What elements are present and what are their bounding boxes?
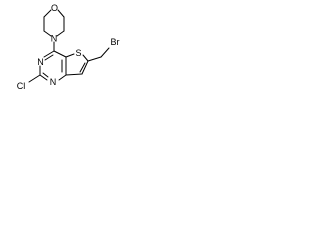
bond-s-c6 — [82, 54, 89, 62]
thiophene-ring — [65, 53, 89, 76]
bond-c2-n1-inner — [42, 72, 49, 78]
bond-c6-ch2 — [87, 56, 102, 62]
bond-c4a-c4 — [53, 50, 67, 58]
bond-c2-n1 — [39, 74, 48, 81]
morpholine-ring — [43, 9, 65, 37]
atom-morpholine-oxygen: O — [51, 3, 58, 13]
atom-pyrimidine-nitrogen-3: N — [37, 57, 44, 67]
bond-morph-c4-o — [57, 9, 65, 18]
bond-c7-c7a — [65, 73, 83, 76]
atom-morpholine-nitrogen: N — [51, 34, 58, 44]
atom-thiophene-sulfur: S — [75, 48, 81, 58]
bond-c4-n3 — [43, 50, 55, 58]
bond-morph-c2-n — [43, 30, 52, 37]
bond-c6-c7-inner — [79, 62, 86, 73]
bond-c4a-s — [65, 53, 75, 58]
atom-pyrimidine-nitrogen-1: N — [50, 77, 57, 87]
bond-morph-o-c1 — [43, 9, 52, 18]
bond-c6-c7 — [81, 60, 89, 75]
pyrimidine-ring — [39, 50, 67, 81]
bond-morph-n-c3 — [56, 30, 65, 37]
atom-bromine: Br — [111, 37, 120, 47]
bond-c4-n3-inner — [44, 54, 54, 61]
bond-n1-c7a — [58, 74, 67, 81]
atom-chlorine: Cl — [17, 81, 26, 91]
chemical-structure: O N N N S Cl Br — [17, 3, 120, 91]
bond-c2-cl — [28, 74, 41, 83]
bond-ch2-br — [100, 47, 110, 58]
